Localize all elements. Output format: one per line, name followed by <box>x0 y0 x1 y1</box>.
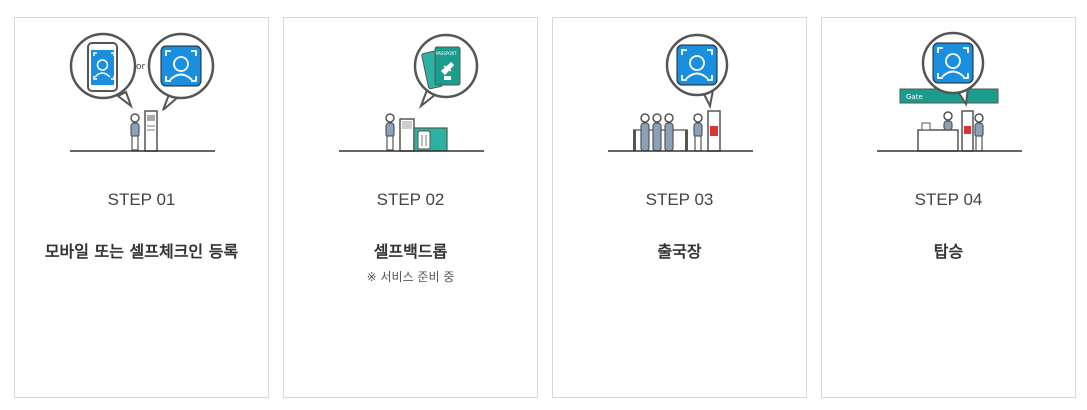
step-label: STEP 04 <box>914 190 983 209</box>
face-scan-icon <box>147 32 215 111</box>
bag-drop-machine-icon <box>399 118 448 152</box>
smartphone-face-scan-icon <box>69 32 137 109</box>
step-title: 출국장 <box>657 242 702 261</box>
step-title: 셀프백드롭 <box>373 242 448 261</box>
step-label: STEP 03 <box>645 190 714 209</box>
step-card-2: PASSPORT STEP 02 셀프백드롭 ※ 서비스 준비 중 <box>283 17 538 398</box>
step-label: STEP 01 <box>107 190 176 209</box>
step-4-illustration: Gate <box>877 31 1022 152</box>
step-card-1: or S <box>14 17 269 398</box>
step-card-3: STEP 03 출국장 <box>552 17 807 398</box>
passport-ticket-icon: PASSPORT <box>413 33 479 110</box>
queue-icon <box>633 113 703 152</box>
kiosk-icon <box>144 110 158 152</box>
step-label: STEP 02 <box>376 190 445 209</box>
face-scan-icon <box>665 33 729 110</box>
boarding-desk-icon <box>917 110 984 152</box>
step-1-illustration: or <box>69 32 215 152</box>
passport-text: PASSPORT <box>436 51 457 56</box>
step-title: 탑승 <box>933 242 964 261</box>
gate-text: Gate <box>906 93 923 101</box>
step-title: 모바일 또는 셀프체크인 등록 <box>44 242 239 261</box>
face-scan-icon <box>921 31 985 107</box>
step-note: ※ 서비스 준비 중 <box>366 270 455 284</box>
gate-icon <box>707 110 721 152</box>
step-2-illustration: PASSPORT <box>339 33 484 152</box>
step-3-illustration <box>608 33 753 152</box>
person-icon <box>385 113 395 151</box>
person-icon <box>130 113 140 151</box>
or-text: or <box>136 62 146 72</box>
step-card-4: Gate STEP 04 <box>821 17 1076 398</box>
